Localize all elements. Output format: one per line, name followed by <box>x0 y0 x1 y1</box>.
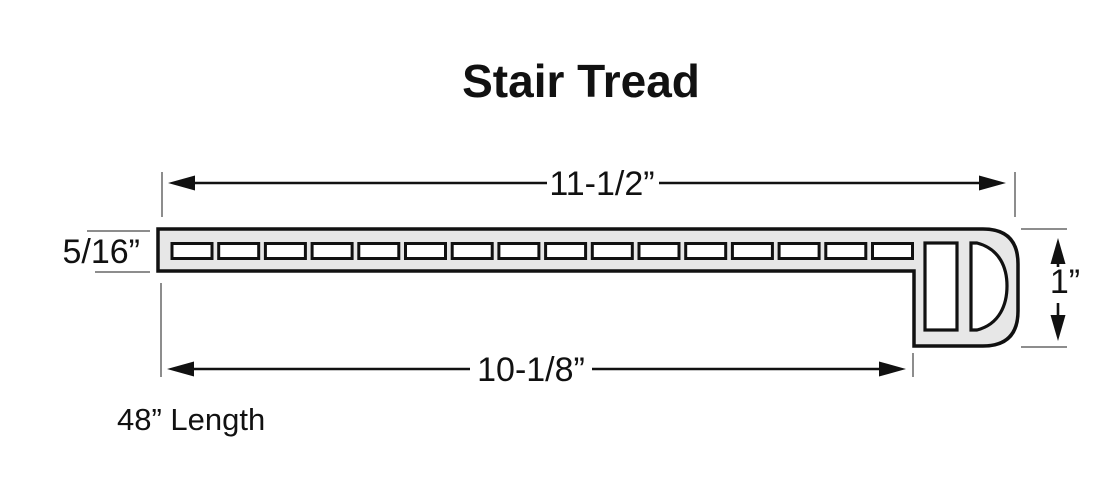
tread-slots <box>170 242 914 260</box>
tread-slot <box>217 242 261 260</box>
arrowhead-right-icon <box>979 175 1006 191</box>
length-note: 48” Length <box>117 402 265 437</box>
tread-slot <box>310 242 354 260</box>
tread-slot <box>497 242 541 260</box>
tread-slot <box>824 242 868 260</box>
tread-slot <box>637 242 681 260</box>
tread-slot <box>777 242 821 260</box>
tread-slot <box>590 242 634 260</box>
tread-slot <box>684 242 728 260</box>
tread-slot <box>263 242 307 260</box>
dim-thickness: 5/16” <box>63 230 150 273</box>
tread-slot <box>170 242 214 260</box>
dim-label-nose-height: 1” <box>1050 263 1080 301</box>
tread-slot <box>871 242 914 260</box>
tread-slot <box>730 242 774 260</box>
arrowhead-down-icon <box>1050 315 1066 341</box>
dim-label-tread-depth: 10-1/8” <box>477 351 585 389</box>
dim-label-overall-width: 11-1/2” <box>549 165 654 203</box>
arrowhead-left-icon <box>168 175 195 191</box>
nose-slot-rect <box>923 241 959 332</box>
dim-overall-width: 11-1/2” <box>161 165 1016 217</box>
nose-slot-dshape <box>969 241 1009 332</box>
tread-slot <box>544 242 588 260</box>
tread-slot <box>450 242 494 260</box>
diagram-title: Stair Tread <box>462 55 700 107</box>
tread-slot <box>357 242 401 260</box>
arrowhead-right-icon <box>879 361 906 377</box>
dim-tread-depth: 10-1/8” <box>160 283 914 389</box>
dim-nose-height: 1” <box>1021 228 1080 348</box>
arrowhead-left-icon <box>167 361 194 377</box>
dim-label-thickness: 5/16” <box>63 233 141 271</box>
arrowhead-up-icon <box>1050 238 1066 264</box>
tread-slot <box>404 242 447 260</box>
